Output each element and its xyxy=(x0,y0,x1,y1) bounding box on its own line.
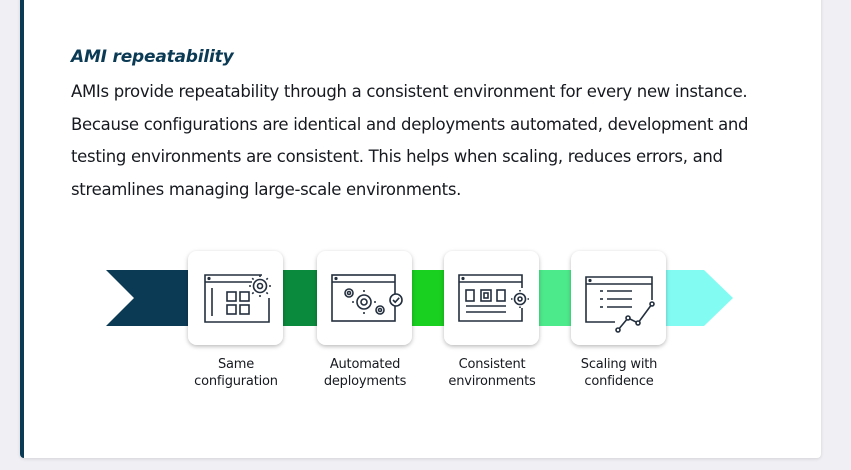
arrow-head-segment xyxy=(660,270,733,326)
step-label-line2: environments xyxy=(448,374,536,389)
step-label-line1: Consistent xyxy=(458,357,526,372)
step-label-line2: configuration xyxy=(194,374,278,389)
step-label-scaling-with-confidence: Scaling with confidence xyxy=(549,356,689,390)
step-label-same-configuration: Same configuration xyxy=(166,356,306,390)
section-title: AMI repeatability xyxy=(71,47,234,67)
step-label-consistent-environments: Consistent environments xyxy=(422,356,562,390)
arrow-tail-segment xyxy=(106,270,195,326)
arrow-segment-4 xyxy=(532,270,577,326)
section-body: AMIs provide repeatability through a con… xyxy=(71,82,749,199)
step-label-automated-deployments: Automated deployments xyxy=(295,356,435,390)
arrow-segment-2 xyxy=(278,270,323,326)
step-label-line2: confidence xyxy=(584,374,654,389)
window-gear-grid-icon xyxy=(204,274,271,323)
step-label-line1: Scaling with xyxy=(580,357,658,372)
step-label-line1: Automated xyxy=(329,357,401,372)
window-gears-check-icon xyxy=(331,274,403,322)
window-servers-gear-icon xyxy=(458,274,529,322)
arrow-segment-3 xyxy=(405,270,450,326)
content-card: AMI repeatability AMIs provide repeatabi… xyxy=(20,0,821,458)
window-list-chart-icon xyxy=(585,276,655,333)
step-label-line2: deployments xyxy=(323,374,407,389)
step-label-line1: Same xyxy=(217,357,255,372)
